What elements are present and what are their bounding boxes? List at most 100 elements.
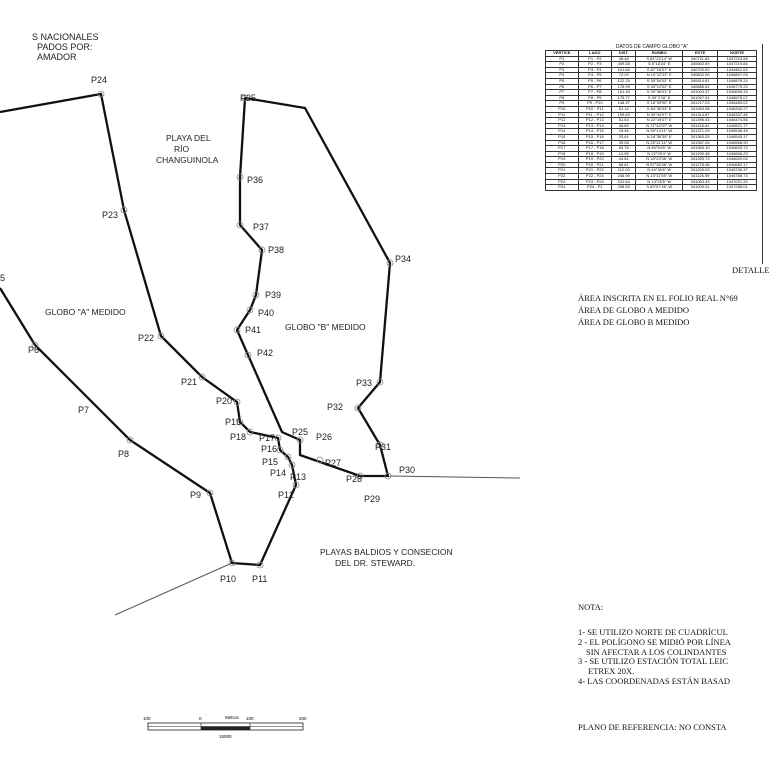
table-cell: 72.29 xyxy=(611,72,637,79)
table-cell: 341003.37 xyxy=(682,89,719,96)
table-cell: 51.63 xyxy=(611,117,637,124)
header-line-2: PADOS POR: xyxy=(37,42,92,52)
label-fragment-5: 5 xyxy=(0,273,5,283)
label-P40: P40 xyxy=(258,308,274,318)
table-cell: 340814.81 xyxy=(682,78,719,85)
table-cell: 1046576.07 xyxy=(717,94,757,102)
scale-tick-3: 100 xyxy=(246,716,254,721)
table-cell: S 83°57'46" W xyxy=(635,184,684,191)
vertex-markers xyxy=(31,90,394,569)
scale-bar: Metros 100 0 100 200 15000 xyxy=(143,715,307,739)
table-cell: 176.99 xyxy=(611,83,637,91)
notes-title: NOTA: xyxy=(578,602,604,612)
table-cell: 409.58 xyxy=(611,61,637,68)
note-item: 4- LAS COORDENADAS ESTÁN BASAD xyxy=(578,675,731,686)
label-P15: P15 xyxy=(262,457,278,467)
note-item: 3 - SE UTILIZO ESTACIÓN TOTAL LEIC xyxy=(578,656,729,667)
table-cell: 341314.87 xyxy=(682,111,719,119)
label-P42: P42 xyxy=(257,348,273,358)
area-label-rio: RÍO xyxy=(174,144,190,154)
table-cell: 341396.43 xyxy=(682,117,719,124)
reference-plane: PLANO DE REFERENCIA: NO CONSTA xyxy=(578,722,727,732)
label-P25: P25 xyxy=(292,427,308,437)
label-P11: P11 xyxy=(252,574,267,584)
table-cell: 159.63 xyxy=(611,111,637,119)
label-P24: P24 xyxy=(91,75,107,85)
scale-tick-2: 0 xyxy=(199,716,202,721)
table-cell: 340886.52 xyxy=(682,83,719,91)
table-cell: 122.25 xyxy=(611,78,637,85)
area-inscribed: ÁREA INSCRITA EN EL FOLIO REAL N°69 xyxy=(578,293,738,303)
table-cell: 341067.91 xyxy=(682,94,719,102)
label-P23: P23 xyxy=(102,210,118,220)
label-P30: P30 xyxy=(399,465,415,475)
label-P16: P16 xyxy=(261,444,277,454)
label-P37: P37 xyxy=(253,222,269,232)
label-P28: P28 xyxy=(346,474,362,484)
table-cell: 1046878.24 xyxy=(717,78,757,85)
table-cell: 298.83 xyxy=(611,184,637,191)
table-cell: 1046337.45 xyxy=(717,111,757,119)
label-P26: P26 xyxy=(316,432,332,442)
table-cell: 1046483.02 xyxy=(717,100,757,107)
label-P18: P18 xyxy=(230,432,246,442)
table-cell: P24 - P1 xyxy=(577,184,613,191)
table-cell: P24 xyxy=(545,184,579,191)
area-label-globo-a: GLOBO "A" MEDIDO xyxy=(45,307,126,317)
scale-unit: Metros xyxy=(225,715,240,720)
vertex-labels: 5 P6 P7 P8 P9 P10 P11 P12 P13 P14 P15 P1… xyxy=(0,75,415,584)
table-cell: 101.49 xyxy=(611,89,637,96)
table-cell: 1046342.27 xyxy=(717,105,757,113)
scale-tick-4: 200 xyxy=(299,716,307,721)
area-label-del-dr-steward: DEL DR. STEWARD. xyxy=(335,558,415,568)
reference-line-e xyxy=(389,475,521,479)
label-P36: P36 xyxy=(247,175,263,185)
detail-label: DETALLE xyxy=(732,265,770,275)
table-cell: 1046695.33 xyxy=(717,89,757,96)
label-P12: P12 xyxy=(278,490,294,500)
globo-a-boundary xyxy=(0,92,298,567)
label-P32: P32 xyxy=(327,402,343,412)
table-cell: 148.37 xyxy=(611,100,637,107)
table-cell: 340700.52 xyxy=(682,66,719,74)
area-label-changuinola: CHANGUINOLA xyxy=(156,155,219,165)
label-P27: P27 xyxy=(325,458,341,468)
table-cell: 1046807.09 xyxy=(717,72,757,79)
area-globo-b: ÁREA DE GLOBO B MEDIDO xyxy=(578,317,690,327)
label-P21: P21 xyxy=(181,377,197,387)
scale-tick-1: 100 xyxy=(143,716,151,721)
label-P7: P7 xyxy=(78,405,89,415)
table-cell: 341263.98 xyxy=(682,105,719,113)
area-globo-a: ÁREA DE GLOBO A MEDIDO xyxy=(578,305,689,315)
table-cell: 340802.00 xyxy=(682,72,719,79)
area-label-playa-del: PLAYA DEL xyxy=(166,133,211,143)
note-item: 1- SE UTILIZO NORTE DE CUADRÍCUL xyxy=(578,627,728,637)
area-label-playas-baldios: PLAYAS BALDIOS Y CONSECION xyxy=(320,547,453,557)
scale-ratio: 15000 xyxy=(219,734,232,739)
label-P6: P6 xyxy=(28,345,39,355)
label-P35: P35 xyxy=(240,93,256,103)
label-P9: P9 xyxy=(190,490,201,500)
table-cell: 1046779.23 xyxy=(717,83,757,91)
label-P8: P8 xyxy=(118,449,129,459)
area-label-globo-b: GLOBO "B" MEDIDO xyxy=(285,322,366,332)
label-P13: P13 xyxy=(290,472,306,482)
label-P29: P29 xyxy=(364,494,380,504)
note-item: ETREX 20X. xyxy=(588,666,635,677)
notes-list: 1- SE UTILIZO NORTE DE CUADRÍCUL 2 - EL … xyxy=(578,627,731,687)
label-P22: P22 xyxy=(138,333,154,343)
table-cell: 341009.01 xyxy=(682,184,719,191)
